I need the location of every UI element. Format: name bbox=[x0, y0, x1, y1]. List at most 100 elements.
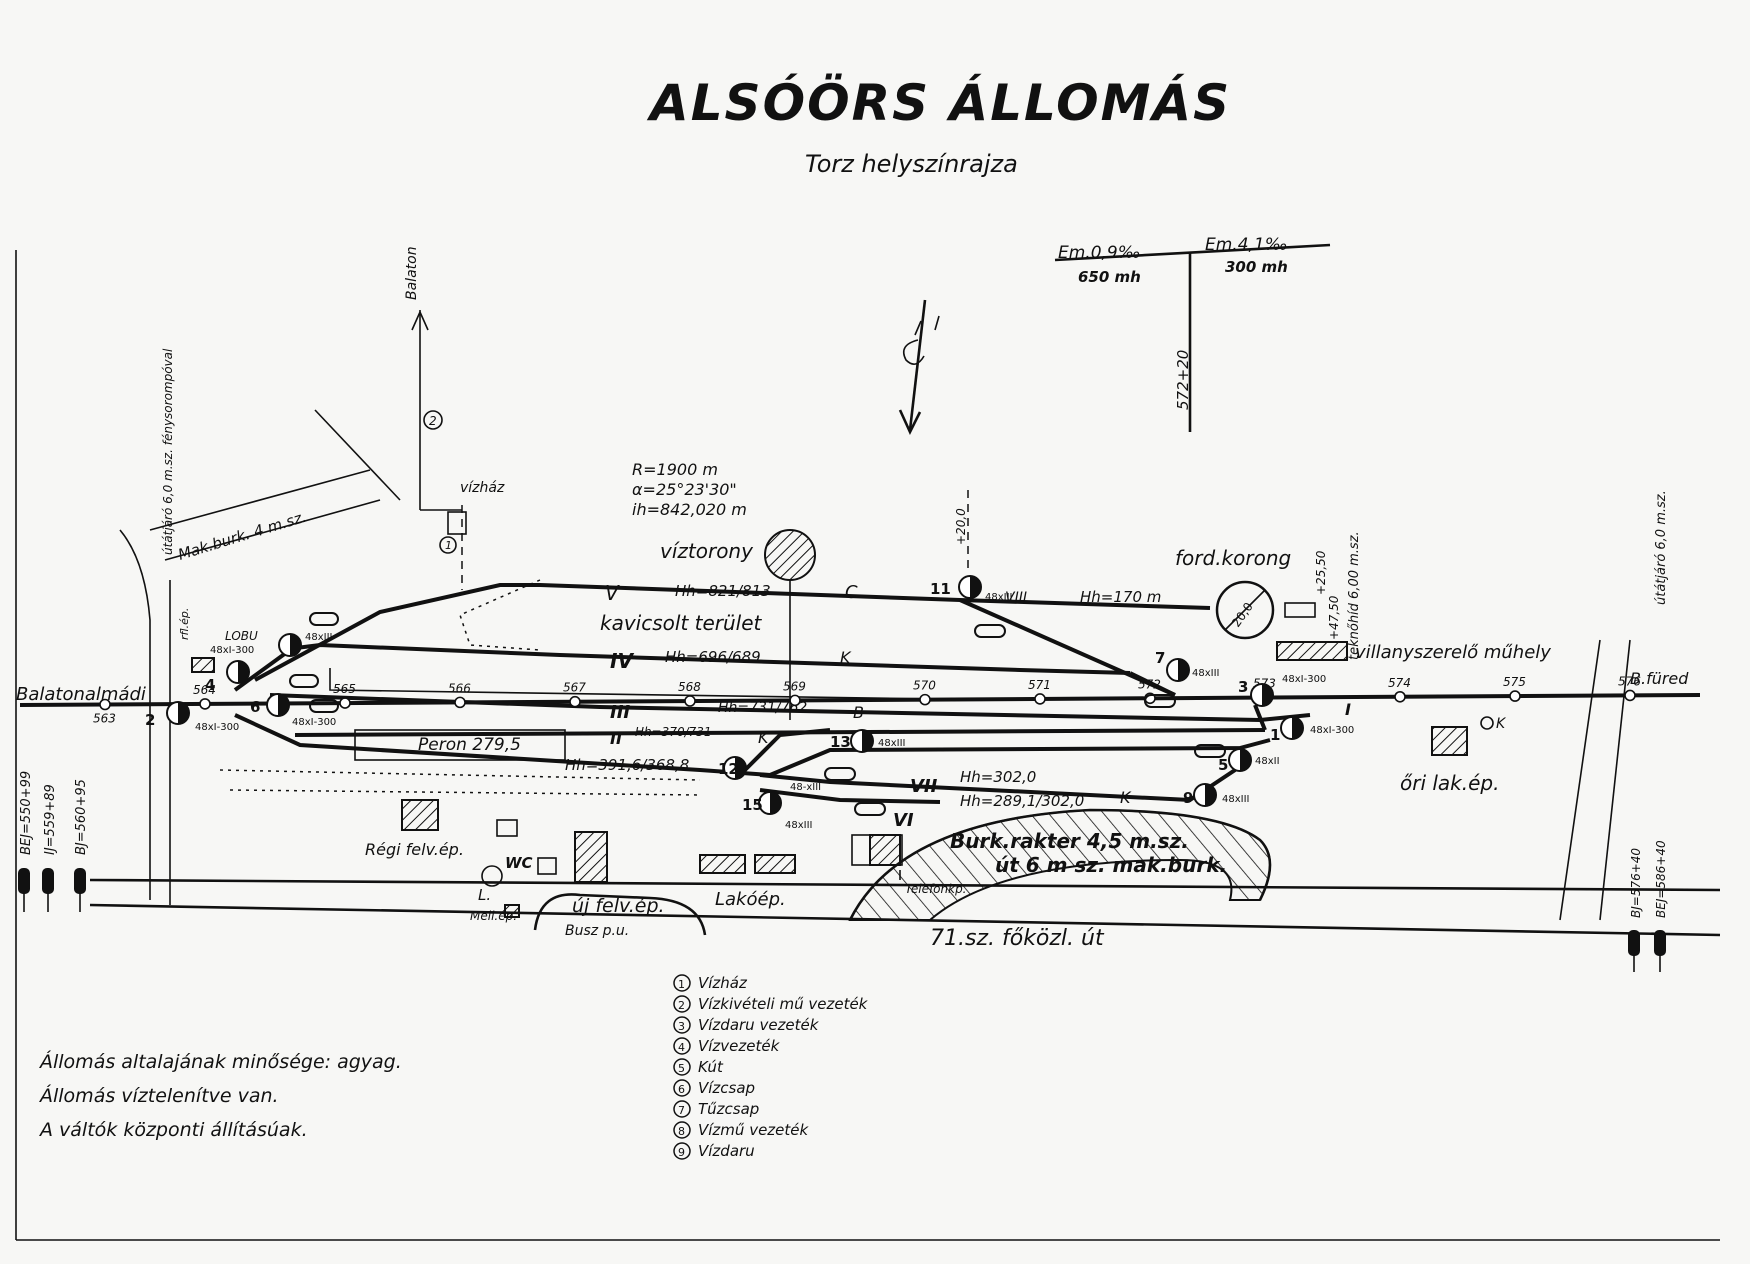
svg-text:9: 9 bbox=[1183, 789, 1193, 807]
legend-number: 5 bbox=[678, 1062, 685, 1075]
legend-text: Vízdaru vezeték bbox=[698, 1016, 820, 1034]
lobu-label: LOBU bbox=[225, 629, 258, 643]
svg-text:2: 2 bbox=[145, 711, 155, 729]
hh-iv: Hh=696/689 bbox=[665, 648, 761, 666]
k-label-ii: K bbox=[758, 728, 770, 747]
km-post-label: 572 bbox=[1138, 677, 1161, 691]
km-post bbox=[1624, 689, 1636, 702]
c-label: C bbox=[845, 582, 858, 603]
b-label: B bbox=[853, 703, 864, 722]
svg-text:1: 1 bbox=[445, 539, 452, 552]
signal-bj-right: BJ=576+40 bbox=[1628, 848, 1643, 972]
svg-text:3: 3 bbox=[1238, 678, 1248, 696]
legend-number-circle bbox=[673, 1058, 691, 1076]
km-post bbox=[339, 697, 351, 709]
legend-number-circle bbox=[673, 1142, 691, 1160]
gradient-break-km: 572+20 bbox=[1174, 350, 1192, 410]
gradient-right-length: 300 mh bbox=[1225, 258, 1288, 276]
notes: Állomás altalajának minősége: agyag. Áll… bbox=[38, 1050, 402, 1141]
wc-label: WC bbox=[505, 854, 533, 872]
entry-signals-left: BEJ=550+99 IJ=559+89 BJ=560+95 bbox=[18, 771, 89, 912]
k-label-right: K bbox=[1496, 716, 1507, 732]
km-post bbox=[99, 698, 111, 711]
direction-right: B.füred bbox=[1630, 669, 1689, 688]
rfl-ep-label: rfl.ép. bbox=[178, 608, 191, 640]
svg-text:48xIII: 48xIII bbox=[785, 820, 813, 831]
curve-arc-length: ih=842,020 m bbox=[632, 500, 747, 519]
hh-v: Hh=821/813 bbox=[675, 582, 771, 600]
legend-number: 4 bbox=[678, 1041, 685, 1054]
km-post bbox=[1034, 693, 1046, 705]
switch-2: 2 48xI-300 bbox=[145, 701, 239, 733]
svg-text:48xI-300: 48xI-300 bbox=[292, 717, 336, 728]
direction-left: Balatonalmádi bbox=[16, 684, 146, 705]
track-label-vii: VII bbox=[910, 776, 938, 797]
switch-5: 5 48xII bbox=[1218, 748, 1280, 774]
km-post-label: 575 bbox=[1503, 675, 1526, 689]
km-post-label: 563 bbox=[93, 711, 116, 725]
svg-text:48xII: 48xII bbox=[1255, 756, 1280, 767]
dwarf-signals bbox=[289, 612, 1226, 816]
entry-signals-right: BJ=576+40 BEJ=586+40 bbox=[1628, 840, 1668, 972]
legend-number: 8 bbox=[678, 1125, 685, 1138]
km-post bbox=[789, 694, 801, 707]
peron-label: Peron 279,5 bbox=[418, 735, 521, 755]
water-tower: víztorony bbox=[660, 529, 816, 720]
viztorony-label: víztorony bbox=[660, 539, 754, 563]
svg-text:11: 11 bbox=[930, 580, 951, 598]
legend-number: 2 bbox=[678, 999, 685, 1012]
legend-text: Vízház bbox=[698, 974, 748, 992]
gradient-left-value: Em.0,9‰ bbox=[1058, 243, 1141, 263]
ford-korong-label: ford.korong bbox=[1175, 546, 1291, 570]
note-drainage: Állomás víztelenítve van. bbox=[38, 1084, 279, 1107]
track-label-iii: III bbox=[610, 702, 630, 723]
switch-1: 1 48xI-300 bbox=[1270, 716, 1354, 744]
svg-text:BEJ=550+99: BEJ=550+99 bbox=[19, 771, 34, 855]
switch-4: 4 48xI-300 bbox=[205, 645, 254, 694]
villanyszerelo-label: villanyszerelő műhely bbox=[1355, 642, 1551, 663]
signal-bj-left: BJ=560+95 bbox=[74, 779, 89, 912]
km-post-label: 567 bbox=[563, 681, 586, 695]
legend-number-circle bbox=[673, 995, 691, 1013]
switch-markers: 11 48xIII 7 48xIII 3 48xI-300 1 48xI-300… bbox=[145, 575, 1354, 831]
hh-ii: Hh=370/731 bbox=[635, 725, 712, 739]
svg-text:13: 13 bbox=[830, 733, 851, 751]
mak-burk-label: Mak.burk. 4 m.sz. bbox=[176, 508, 309, 564]
track-main bbox=[19, 693, 1701, 707]
mell-ep-label: Mell.ép. bbox=[470, 909, 517, 923]
track-label-i: I bbox=[1345, 700, 1351, 719]
svg-text:48xIII: 48xIII bbox=[1192, 668, 1220, 679]
svg-text:6: 6 bbox=[250, 698, 260, 716]
km-post-label: 564 bbox=[193, 683, 216, 697]
road-to-balaton: Balaton 2 1 vízház bbox=[314, 246, 505, 590]
legend-number: 6 bbox=[678, 1083, 685, 1096]
svg-text:5: 5 bbox=[1218, 756, 1228, 774]
legend-text: Vízmű vezeték bbox=[698, 1121, 810, 1139]
legend-number: 7 bbox=[678, 1104, 685, 1117]
track-lines bbox=[19, 583, 1701, 804]
uj-felv-label: új felv.ép. bbox=[572, 895, 665, 917]
track-labels: V Hh=821/813 C kavicsolt terület IV Hh=6… bbox=[418, 581, 1351, 831]
svg-text:15: 15 bbox=[742, 796, 763, 814]
svg-text:48xIII: 48xIII bbox=[1222, 794, 1250, 805]
hh-i: Hh=391,6/368,8 bbox=[565, 756, 689, 774]
signal-bej-left: BEJ=550+99 bbox=[18, 771, 34, 912]
loading-area: Burk.rakter 4,5 m.sz. út 6 m sz. mak.bur… bbox=[848, 808, 1272, 921]
switch-13: 13 48xIII bbox=[830, 729, 906, 753]
km-post bbox=[1509, 690, 1521, 702]
svg-text:BJ=560+95: BJ=560+95 bbox=[74, 779, 89, 855]
road-71-label: 71.sz. főközl. út bbox=[930, 926, 1105, 951]
north-arrow-icon bbox=[898, 299, 940, 436]
km-post bbox=[1394, 690, 1406, 703]
svg-text:12: 12 bbox=[718, 760, 739, 778]
svg-text:48-xIII: 48-xIII bbox=[790, 782, 821, 793]
switch-7: 7 48xIII bbox=[1155, 649, 1220, 682]
svg-text:48xIII: 48xIII bbox=[985, 592, 1013, 603]
gradient-diagram: Em.0,9‰ 650 mh Em.4,1‰ 300 mh 572+20 bbox=[1054, 235, 1331, 432]
km-post bbox=[199, 698, 211, 710]
hh-vii-top: Hh=302,0 bbox=[960, 768, 1036, 786]
curve-data: R=1900 m α=25°23'30" ih=842,020 m bbox=[632, 460, 747, 519]
page-title: ALSÓÖRS ÁLLOMÁS bbox=[646, 73, 1231, 132]
